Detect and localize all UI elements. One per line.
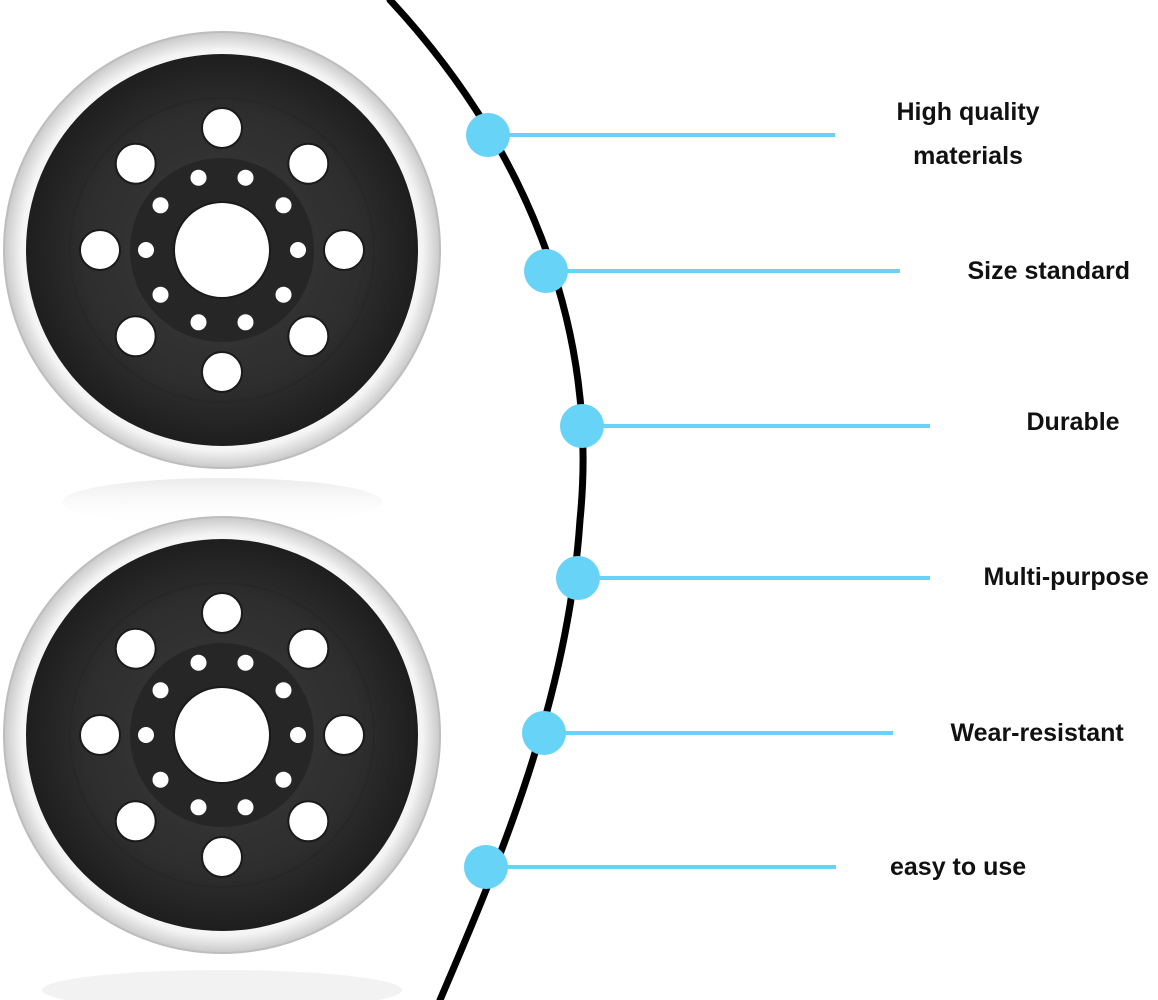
- feature-label: easy to use: [890, 845, 1026, 889]
- mount-hole: [275, 197, 292, 214]
- dot-marker-icon: [560, 404, 604, 448]
- feature-connectors: [464, 113, 930, 889]
- mount-hole: [275, 286, 292, 303]
- dust-hole: [79, 229, 121, 271]
- sanding-pad-icon: [3, 31, 441, 469]
- mount-hole: [275, 682, 292, 699]
- mount-hole: [237, 654, 254, 671]
- mount-hole: [190, 169, 207, 186]
- feature-label: High quality materials: [897, 90, 1040, 178]
- feature-label: Durable: [1027, 400, 1120, 444]
- feature-label-line: Size standard: [967, 257, 1131, 285]
- dust-hole: [201, 592, 243, 634]
- mount-hole: [152, 682, 169, 699]
- dot-marker-icon: [556, 556, 600, 600]
- dust-hole: [114, 315, 157, 358]
- mount-hole: [138, 242, 154, 258]
- dust-hole: [287, 627, 330, 670]
- feature-label: Wear-resistant: [951, 711, 1124, 755]
- mount-hole: [290, 727, 306, 743]
- dust-hole: [79, 714, 121, 756]
- mount-hole: [152, 286, 169, 303]
- feature-label-line: Durable: [1026, 408, 1120, 436]
- dust-hole: [201, 107, 243, 149]
- sanding-pad-icon: [3, 516, 441, 954]
- dust-hole: [201, 351, 243, 393]
- mount-hole: [190, 799, 207, 816]
- mount-hole: [152, 197, 169, 214]
- dot-marker-icon: [522, 711, 566, 755]
- dust-hole: [114, 800, 157, 843]
- feature-label: Size standard: [968, 249, 1131, 293]
- feature-label-line: materials: [913, 142, 1023, 170]
- dust-hole: [287, 315, 330, 358]
- feature-label-line: High quality: [896, 98, 1040, 126]
- feature-label: Multi-purpose: [984, 555, 1149, 599]
- mount-hole: [237, 799, 254, 816]
- dust-hole: [287, 800, 330, 843]
- dust-hole: [287, 142, 330, 185]
- mount-hole: [190, 654, 207, 671]
- dust-hole: [114, 627, 157, 670]
- dot-marker-icon: [524, 249, 568, 293]
- dust-hole: [114, 142, 157, 185]
- feature-label-line: easy to use: [890, 853, 1027, 881]
- feature-label-line: Wear-resistant: [950, 719, 1124, 747]
- dust-hole: [323, 714, 365, 756]
- mount-hole: [152, 771, 169, 788]
- mount-hole: [290, 242, 306, 258]
- mount-hole: [237, 169, 254, 186]
- mount-hole: [138, 727, 154, 743]
- dust-hole: [323, 229, 365, 271]
- dot-marker-icon: [464, 845, 508, 889]
- dust-hole: [201, 836, 243, 878]
- dot-marker-icon: [466, 113, 510, 157]
- mount-hole: [237, 314, 254, 331]
- feature-label-line: Multi-purpose: [983, 563, 1149, 591]
- mount-hole: [190, 314, 207, 331]
- mount-hole: [275, 771, 292, 788]
